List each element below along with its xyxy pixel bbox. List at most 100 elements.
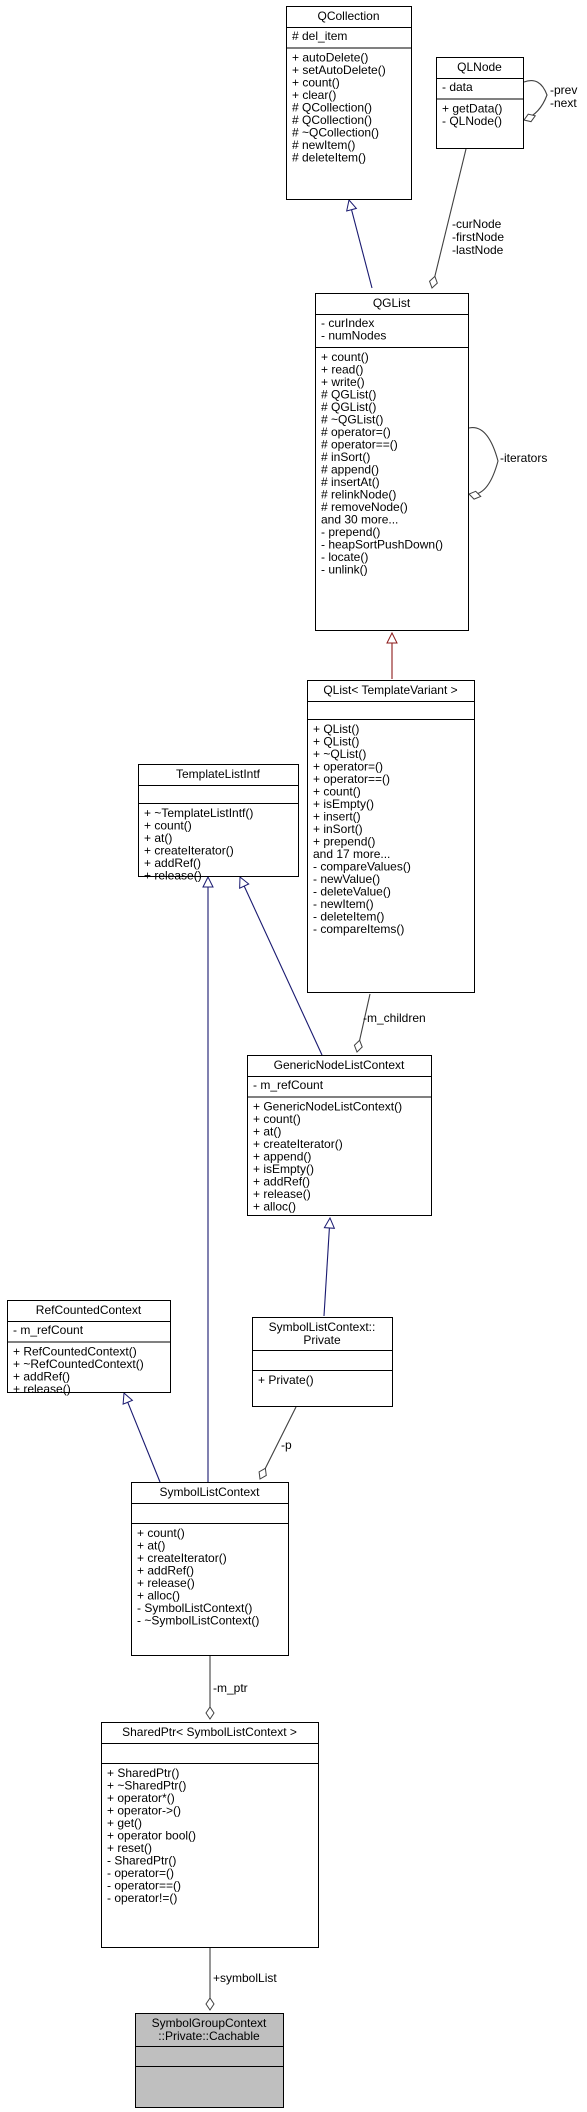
class-node-templatelistintf[interactable]: TemplateListIntf + ~TemplateListIntf() + c… <box>138 764 299 883</box>
class-node-genericnodelistcontext[interactable]: GenericNodeListContext - m_refCount + Gene… <box>247 1055 432 1216</box>
class-operation: # relinkNode() <box>321 488 396 502</box>
class-operation: + get() <box>107 1816 142 1830</box>
edge-label: -firstNode <box>452 230 504 244</box>
class-operation: - SharedPtr() <box>107 1854 176 1868</box>
class-attribute: - m_refCount <box>13 1323 84 1337</box>
class-operation: + count() <box>321 350 369 364</box>
class-attribute: - m_refCount <box>253 1078 324 1092</box>
edge-label: -curNode <box>452 217 502 231</box>
class-operation: + insert() <box>313 810 361 824</box>
class-box <box>252 1317 393 1407</box>
class-box <box>101 1722 319 1948</box>
class-operation: # newItem() <box>292 138 355 152</box>
edge-label: -iterators <box>500 451 547 465</box>
class-operation: + operator bool() <box>107 1829 196 1843</box>
class-name: QCollection <box>317 9 379 23</box>
class-operation: + append() <box>253 1150 311 1164</box>
class-operation: + alloc() <box>253 1200 296 1214</box>
class-operation: + release() <box>137 1576 195 1590</box>
class-operation: + setAutoDelete() <box>292 63 386 77</box>
class-name: SharedPtr< SymbolListContext > <box>122 1725 297 1739</box>
class-operation: and 17 more... <box>313 847 390 861</box>
class-operation: + GenericNodeListContext() <box>253 1100 402 1114</box>
edge-gnlc-private <box>323 1218 330 1317</box>
class-operation: - operator==() <box>107 1879 181 1893</box>
class-box <box>138 764 299 877</box>
class-operation: - compareItems() <box>313 922 404 936</box>
class-attribute: - curIndex <box>321 316 374 330</box>
edge-qcollection-qglist <box>349 200 373 289</box>
class-operation: + count() <box>253 1112 301 1126</box>
class-node-refcountedcontext[interactable]: RefCountedContext- m_refCount+ RefCounte… <box>7 1300 171 1397</box>
class-box <box>315 293 469 631</box>
class-operation: + operator=() <box>313 760 383 774</box>
class-operation: + clear() <box>292 88 336 102</box>
class-node-symbollistcontext[interactable]: SymbolListContext+ count()+ at()+ create… <box>131 1482 289 1656</box>
class-operation: + prepend() <box>313 835 375 849</box>
edges-layer <box>124 80 548 2011</box>
class-operation: + release() <box>253 1187 311 1201</box>
class-attribute: - numNodes <box>321 329 386 343</box>
class-operation: + at() <box>137 1539 165 1553</box>
class-name: ::Private::Cachable <box>158 2029 260 2043</box>
class-node-qlnode[interactable]: QLNode- data+ getData()- QLNode() <box>436 57 524 149</box>
class-operation: - operator!=() <box>107 1891 177 1905</box>
class-node-cachable[interactable]: SymbolGroupContext::Private::Cachable <box>135 2013 284 2108</box>
edge-qlnode-self <box>523 80 548 123</box>
edge-label: -next <box>550 96 577 110</box>
edge-label: -lastNode <box>452 243 504 257</box>
class-operation: + ~SharedPtr() <box>107 1779 186 1793</box>
class-box <box>131 1482 289 1656</box>
class-operation: - SymbolListContext() <box>137 1601 252 1615</box>
edge-qlnode-qglist <box>428 148 467 289</box>
class-name: QGList <box>373 296 411 310</box>
class-operation: + ~RefCountedContext() <box>13 1357 144 1371</box>
class-name: QList< TemplateVariant > <box>323 683 457 697</box>
class-attribute: - data <box>442 80 473 94</box>
class-operation: + count() <box>292 76 340 90</box>
class-operation: + createIterator() <box>137 1551 227 1565</box>
class-operation: + SharedPtr() <box>107 1766 179 1780</box>
class-operation: - unlink() <box>321 563 368 577</box>
class-operation: # inSort() <box>321 450 370 464</box>
class-operation: + count() <box>137 1526 185 1540</box>
class-operation: + createIterator() <box>144 844 234 858</box>
class-operation: - newItem() <box>313 897 374 911</box>
edge-label: -p <box>281 1438 292 1452</box>
class-operation: - QLNode() <box>442 114 502 128</box>
class-operation: # operator=() <box>321 425 391 439</box>
class-operation: + release() <box>144 869 202 883</box>
class-operation: + alloc() <box>137 1589 180 1603</box>
class-name: RefCountedContext <box>36 1303 142 1317</box>
class-operation: # removeNode() <box>321 500 408 514</box>
class-node-qglist[interactable]: QGList- curIndex- numNodes+ count()+ rea… <box>315 293 469 631</box>
class-name: TemplateListIntf <box>176 767 261 781</box>
class-operation: + reset() <box>107 1841 152 1855</box>
class-name: GenericNodeListContext <box>274 1058 405 1072</box>
class-operation: + QList() <box>313 735 359 749</box>
class-operation: - compareValues() <box>313 860 411 874</box>
edge-tli-gnlc <box>240 877 323 1056</box>
class-node-qlist_tv[interactable]: QList< TemplateVariant >+ QList()+ QList… <box>307 680 475 993</box>
class-operation: + addRef() <box>144 856 201 870</box>
class-operation: + inSort() <box>313 822 363 836</box>
class-name: SymbolListContext:: <box>269 1320 376 1334</box>
class-operation: + ~TemplateListIntf() <box>144 806 253 820</box>
class-node-sharedptr[interactable]: SharedPtr< SymbolListContext > + SharedPt… <box>101 1722 319 1948</box>
class-box <box>307 680 475 993</box>
class-operation: + count() <box>313 785 361 799</box>
class-operation: # ~QCollection() <box>292 126 379 140</box>
edge-labels-layer: -curNode-firstNode-lastNode-prev-next-it… <box>213 83 577 1985</box>
class-node-slc_private[interactable]: SymbolListContext::Private+ Private() <box>252 1317 393 1407</box>
class-node-qcollection[interactable]: QCollection# del_item+ autoDelete()+ set… <box>286 6 412 200</box>
class-name: Private <box>303 1333 341 1347</box>
class-operation: - deleteValue() <box>313 885 391 899</box>
edge-label: +symbolList <box>213 1971 277 1985</box>
class-operation: + operator*() <box>107 1791 175 1805</box>
class-operation: - deleteItem() <box>313 910 384 924</box>
class-operation: - newValue() <box>313 872 380 886</box>
class-operation: # deleteItem() <box>292 151 366 165</box>
class-operation: + Private() <box>258 1373 314 1387</box>
